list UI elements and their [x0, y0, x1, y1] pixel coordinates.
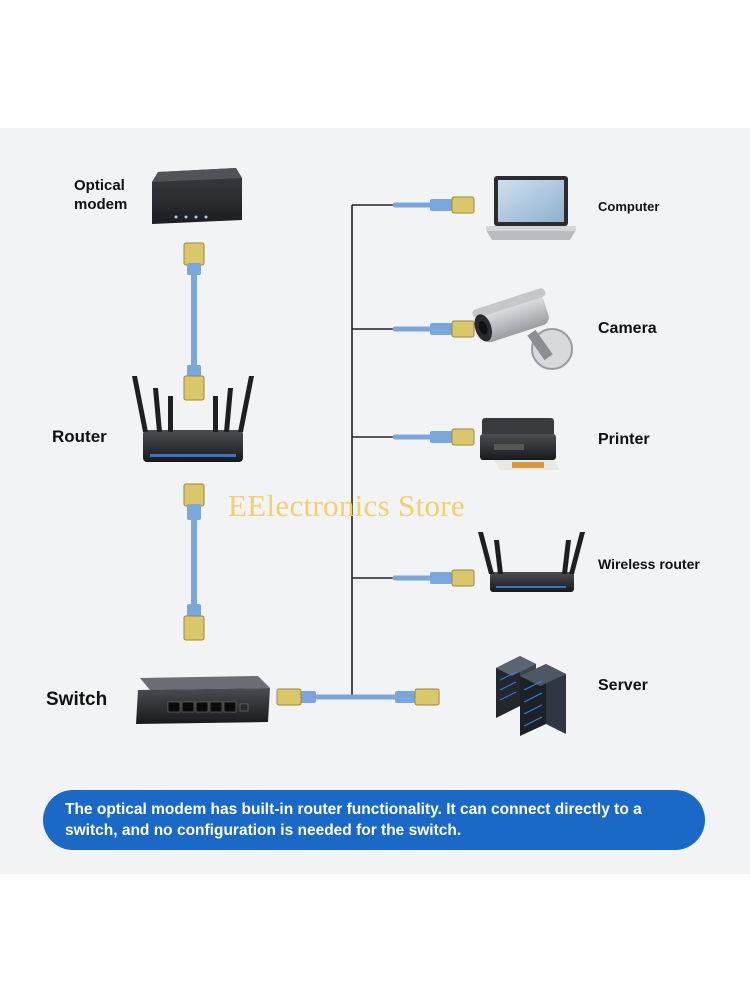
branch-cables	[297, 202, 435, 700]
computer-label: Computer	[598, 199, 660, 214]
info-banner-text: The optical modem has built-in router fu…	[65, 801, 642, 839]
router-label: Router	[52, 427, 107, 446]
cable-connector-server	[395, 688, 440, 706]
switch-icon	[136, 676, 270, 724]
info-banner: The optical modem has built-in router fu…	[43, 790, 705, 850]
camera-icon	[472, 288, 573, 370]
patch-cable-router-switch	[183, 483, 205, 641]
camera-label: Camera	[598, 320, 657, 337]
optical-modem-icon	[152, 168, 242, 224]
server-label: Server	[598, 677, 648, 694]
cable-connector-camera	[430, 320, 475, 338]
optical-modem-label: Optical modem	[74, 176, 127, 214]
cable-connector-computer	[430, 196, 475, 214]
printer-icon	[480, 418, 560, 470]
server-icon	[496, 656, 566, 736]
printer-label: Printer	[598, 431, 650, 448]
switch-label: Switch	[46, 689, 108, 710]
wireless-router-label: Wireless router	[598, 556, 700, 572]
diagram-background	[0, 128, 750, 874]
distribution-lines	[351, 204, 395, 697]
computer-icon	[486, 176, 576, 240]
store-watermark: EElectronics Store	[228, 488, 465, 523]
cable-connector-switch-out	[276, 688, 316, 706]
cable-connector-printer	[430, 428, 475, 446]
wireless-router-icon	[478, 532, 585, 592]
cable-connector-wireless-router	[430, 569, 475, 587]
patch-cable-modem-router	[183, 242, 205, 401]
router-icon	[132, 376, 254, 462]
optical-modem-label-line2: modem	[74, 196, 128, 213]
optical-modem-label-line1: Optical	[74, 177, 125, 194]
